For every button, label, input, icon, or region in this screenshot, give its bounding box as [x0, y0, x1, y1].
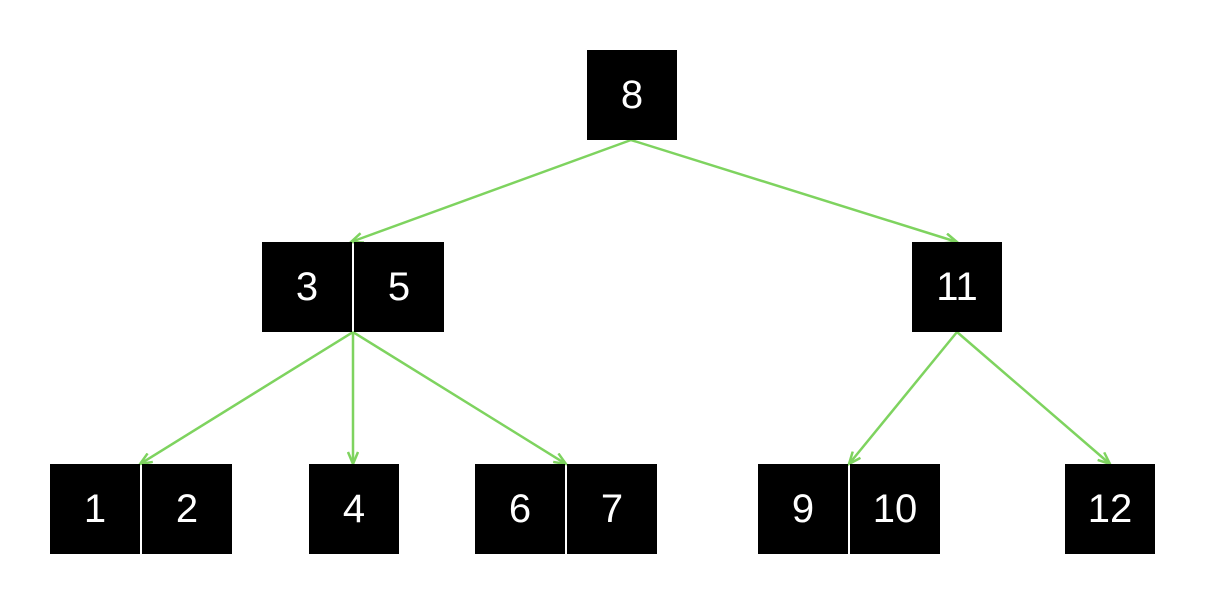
- node-l2e-key-1: 12: [1065, 464, 1155, 554]
- node-l2a-key-1: 1: [50, 464, 140, 554]
- node-l1b-key-1: 11: [912, 242, 1002, 332]
- edge-3-5-to-6-7: [352, 330, 566, 464]
- edge-8-to-11: [630, 138, 957, 242]
- edge-11-to-12: [956, 331, 1110, 464]
- edge-3-5-to-1-2: [140, 330, 354, 464]
- node-l2c-key-1: 6: [475, 464, 565, 554]
- node-l2d-key-2: 10: [850, 464, 940, 554]
- node-l2a-key-2: 2: [142, 464, 232, 554]
- node-root-key-1: 8: [587, 50, 677, 140]
- node-l1a-key-2: 5: [354, 242, 444, 332]
- node-l2c-key-2: 7: [567, 464, 657, 554]
- edge-11-to-9-10: [849, 331, 958, 464]
- node-l2d-key-1: 9: [758, 464, 848, 554]
- node-l2b-key-1: 4: [309, 464, 399, 554]
- edge-8-to-3-5: [351, 138, 632, 242]
- node-l1a-key-1: 3: [262, 242, 352, 332]
